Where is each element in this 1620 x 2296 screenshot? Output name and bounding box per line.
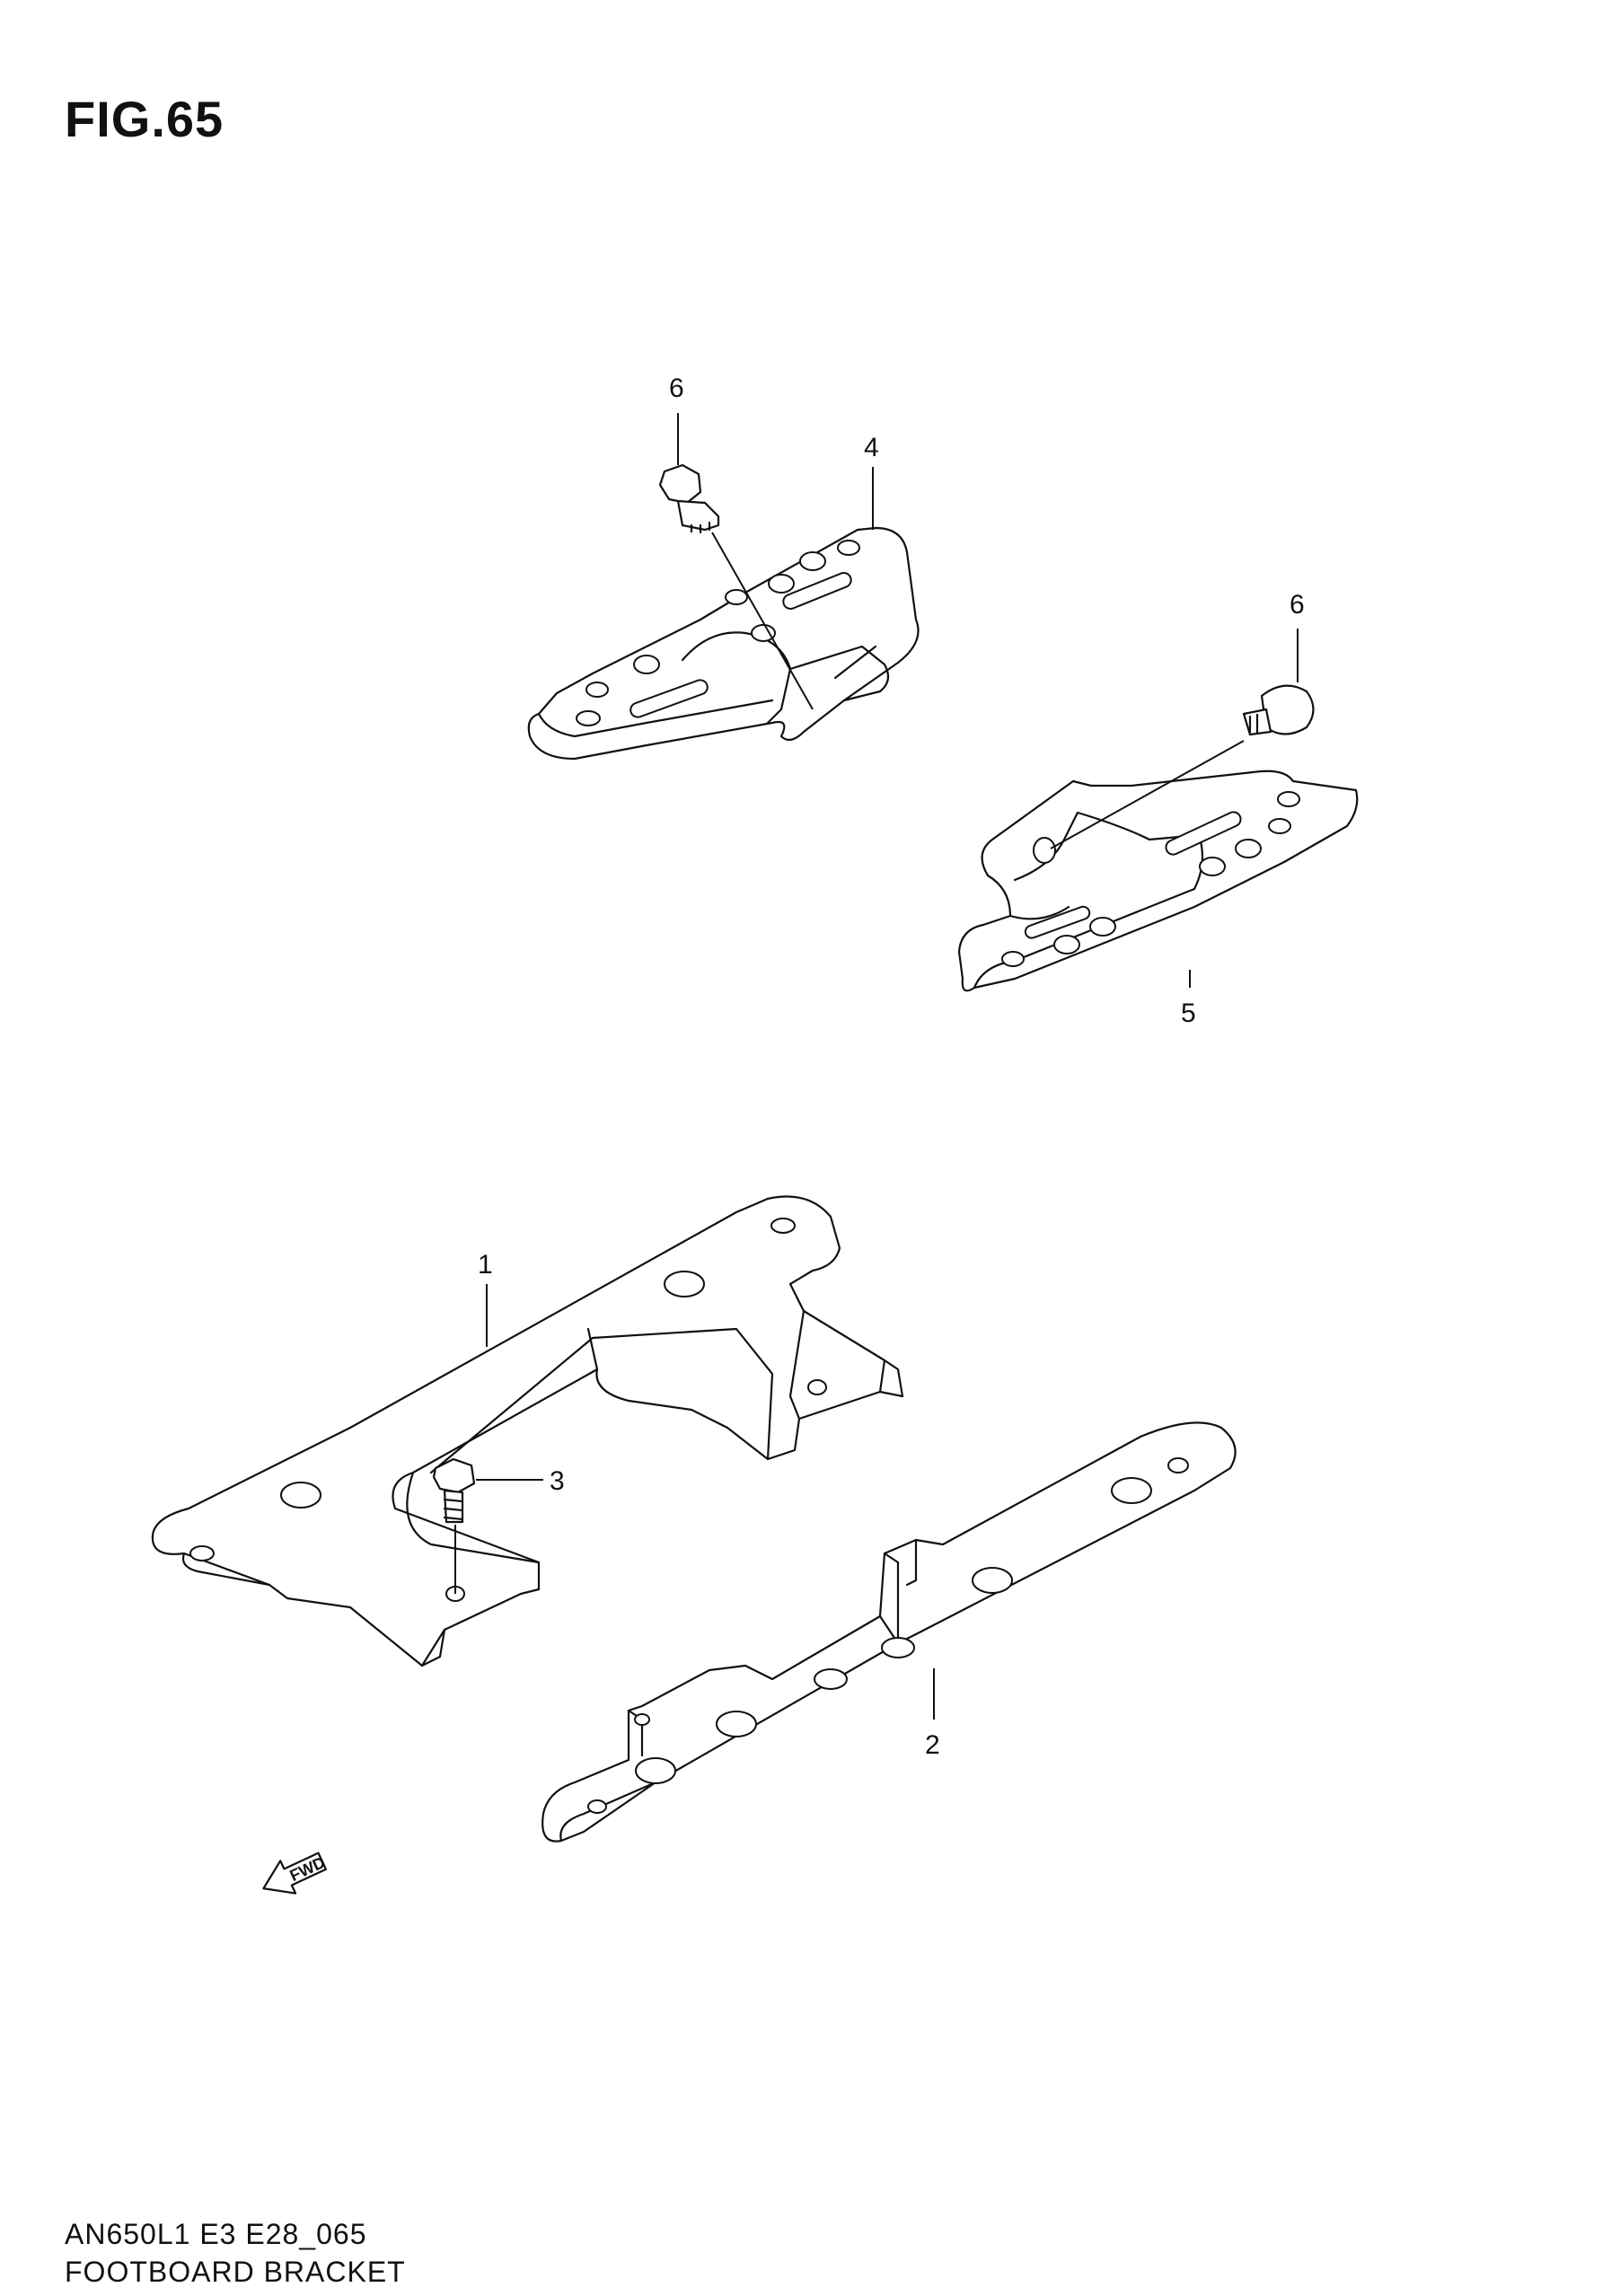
bracket-part-4: [527, 526, 920, 761]
bolt-part-6-upper: [658, 463, 814, 710]
bolt-part-3: [432, 1457, 543, 1594]
bracket-part-5: [957, 770, 1359, 992]
callout-5: 5: [1181, 998, 1196, 1028]
figure-name: FOOTBOARD BRACKET: [65, 2256, 406, 2288]
callout-2: 2: [925, 1730, 940, 1760]
figure-title: FIG.65: [65, 91, 225, 147]
callout-4: 4: [864, 433, 879, 462]
callout-1: 1: [478, 1250, 493, 1280]
bracket-part-2: [541, 1421, 1237, 1843]
bracket-part-1: [151, 1195, 904, 1667]
callout-6-right: 6: [1290, 590, 1305, 620]
figure-code: AN650L1 E3 E28_065: [65, 2218, 367, 2250]
callout-6-upper: 6: [669, 374, 684, 403]
callout-3: 3: [550, 1466, 565, 1496]
bolt-part-6-right: [1050, 684, 1315, 849]
fwd-arrow-icon: FWD: [262, 1852, 328, 1895]
